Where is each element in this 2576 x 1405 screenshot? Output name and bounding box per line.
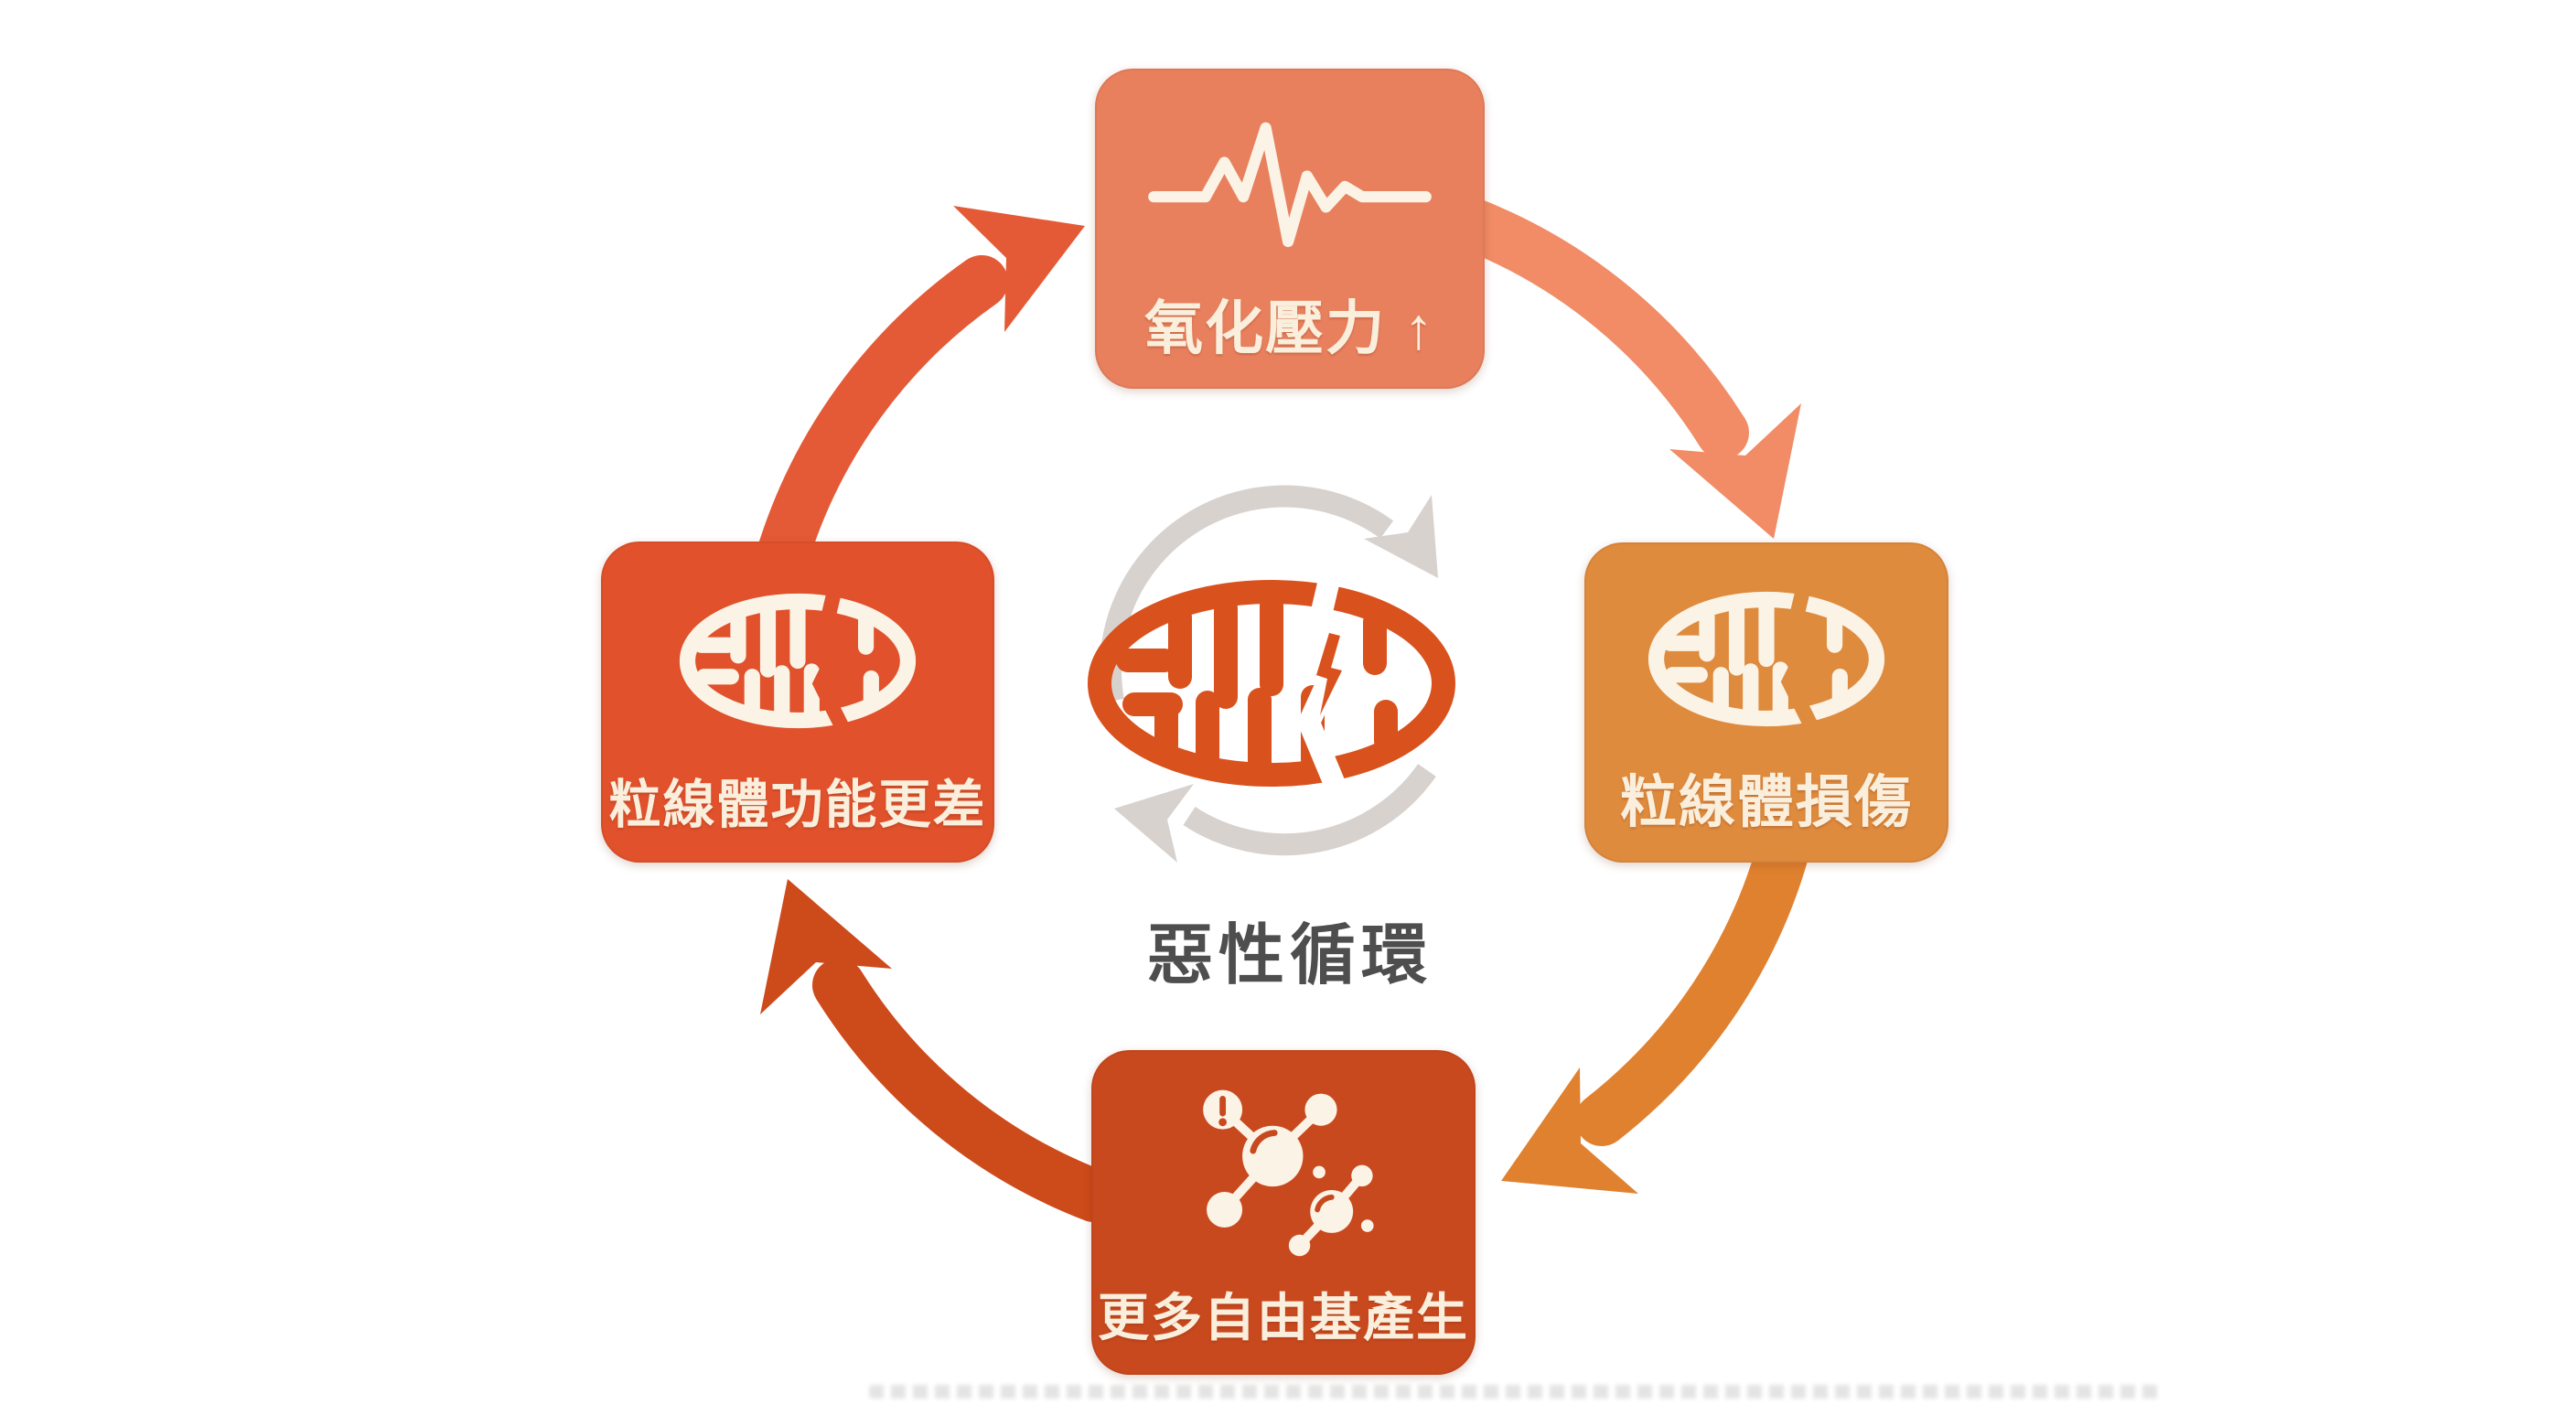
pulse-ecg-icon — [1095, 69, 1485, 299]
node-label: 粒線體功能更差 — [608, 776, 987, 834]
node-worse-mito-function: 粒線體功能更差 — [601, 542, 994, 863]
node-label: 氧化壓力 ↑ — [1144, 295, 1435, 361]
cracked-mitochondria-icon — [601, 542, 994, 779]
center-cycle-label: 惡性循環 — [1146, 919, 1433, 992]
crack-bolt-icon — [1316, 633, 1342, 715]
node-label: 更多自由基產生 — [1098, 1289, 1469, 1346]
faint-footer-text — [869, 1385, 2159, 1399]
cracked-mitochondria-icon — [1088, 577, 1455, 791]
node-free-radicals: 更多自由基產生 — [1091, 1050, 1476, 1375]
node-label: 粒線體損傷 — [1619, 771, 1913, 834]
arrow-right-to-bottom — [1501, 818, 1811, 1194]
arrow-bottom-to-left — [760, 879, 1121, 1222]
free-radical-molecules-icon — [1091, 1050, 1476, 1292]
arrow-top-to-right — [1441, 196, 1801, 539]
node-mitochondria-damage: 粒線體損傷 — [1584, 542, 1948, 863]
node-oxidative-stress: 氧化壓力 ↑ — [1095, 69, 1485, 389]
cracked-mitochondria-icon — [1584, 542, 1948, 775]
arrow-left-to-top — [756, 206, 1085, 584]
